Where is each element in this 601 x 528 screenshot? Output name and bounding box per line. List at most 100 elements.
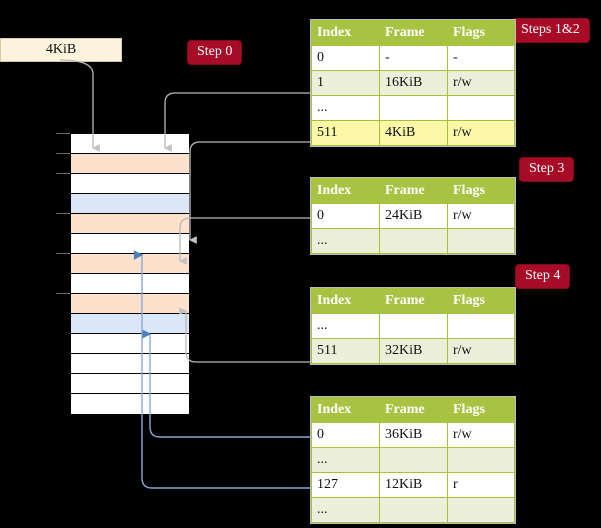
cell-index: ... xyxy=(311,228,380,254)
memory-frame xyxy=(71,394,189,414)
cell-frame xyxy=(379,497,448,523)
cell-flags xyxy=(447,497,515,523)
memory-frame xyxy=(71,274,189,294)
memory-frame xyxy=(71,154,189,174)
memory-tick xyxy=(56,253,70,254)
cell-index: 0 xyxy=(311,422,380,448)
cell-frame: 32KiB xyxy=(379,338,448,364)
memory-frame xyxy=(71,194,189,214)
badge-step-0-label: Step 0 xyxy=(197,44,233,59)
table-row: ... xyxy=(311,228,515,254)
column-header-flags: Flags xyxy=(447,20,515,46)
cell-index: ... xyxy=(311,313,380,339)
table-header-row: Index Frame Flags xyxy=(311,178,515,204)
memory-frame xyxy=(71,174,189,194)
memory-tick xyxy=(56,173,70,174)
memory-tick xyxy=(56,153,70,154)
cell-index: 1 xyxy=(311,70,380,96)
column-header-frame: Frame xyxy=(379,288,448,314)
physical-memory-column xyxy=(70,133,190,415)
cell-frame: 36KiB xyxy=(379,422,448,448)
memory-frame xyxy=(71,334,189,354)
cell-flags: r/w xyxy=(447,203,515,229)
memory-frame xyxy=(71,374,189,394)
memory-tick xyxy=(56,293,70,294)
memory-frame xyxy=(71,354,189,374)
cell-index: 511 xyxy=(311,120,380,146)
column-header-index: Index xyxy=(311,20,380,46)
cell-index: 0 xyxy=(311,45,380,71)
badge-step-4: Step 4 xyxy=(516,265,570,288)
cell-flags: r/w xyxy=(447,422,515,448)
source-frame-label: 4KiB xyxy=(45,42,77,57)
table-row: ... xyxy=(311,447,515,473)
cell-index: 511 xyxy=(311,338,380,364)
cell-frame: 16KiB xyxy=(379,70,448,96)
cell-frame: - xyxy=(379,45,448,71)
column-header-index: Index xyxy=(311,288,380,314)
badge-step-3: Step 3 xyxy=(520,158,574,181)
table-row: ... xyxy=(311,95,515,121)
cell-flags: r xyxy=(447,472,515,498)
badge-step-3-label: Step 3 xyxy=(529,161,565,176)
memory-frame xyxy=(71,314,189,334)
cell-flags xyxy=(447,95,515,121)
cell-frame xyxy=(379,313,448,339)
cell-flags: r/w xyxy=(447,338,515,364)
cell-frame xyxy=(379,447,448,473)
column-header-frame: Frame xyxy=(379,20,448,46)
cell-index: ... xyxy=(311,497,380,523)
table-row: ... xyxy=(311,313,515,339)
cell-frame: 4KiB xyxy=(379,120,448,146)
memory-frame xyxy=(71,254,189,274)
memory-frame xyxy=(71,214,189,234)
cell-flags: - xyxy=(447,45,515,71)
table-row: ... xyxy=(311,497,515,523)
wire-step4-to-memory xyxy=(179,307,311,363)
cell-flags xyxy=(447,313,515,339)
column-header-index: Index xyxy=(311,178,380,204)
badge-step-4-label: Step 4 xyxy=(525,268,561,283)
table-header-row: Index Frame Flags xyxy=(311,20,515,46)
cell-flags xyxy=(447,228,515,254)
cell-flags: r/w xyxy=(447,120,515,146)
cell-index: 127 xyxy=(311,472,380,498)
cell-index: ... xyxy=(311,95,380,121)
column-header-frame: Frame xyxy=(379,178,448,204)
memory-frame xyxy=(71,294,189,314)
cell-frame: 12KiB xyxy=(379,472,448,498)
table-header-row: Index Frame Flags xyxy=(311,288,515,314)
column-header-flags: Flags xyxy=(447,178,515,204)
wire-steps12-511-to-memory xyxy=(188,141,311,244)
column-header-frame: Frame xyxy=(379,397,448,423)
memory-tick xyxy=(56,213,70,214)
cell-frame xyxy=(379,95,448,121)
badge-steps-1-2-label: Steps 1&2 xyxy=(521,22,580,37)
memory-frame xyxy=(71,234,189,254)
cell-flags xyxy=(447,447,515,473)
memory-frame xyxy=(71,134,189,154)
column-header-index: Index xyxy=(311,397,380,423)
cell-index: 0 xyxy=(311,203,380,229)
cell-index: ... xyxy=(311,447,380,473)
source-frame-box: 4KiB xyxy=(0,38,122,62)
badge-step-0: Step 0 xyxy=(188,41,242,64)
badge-steps-1-2: Steps 1&2 xyxy=(512,19,589,42)
table-header-row: Index Frame Flags xyxy=(311,397,515,423)
wire-step3-to-memory xyxy=(178,217,311,265)
cell-frame xyxy=(379,228,448,254)
cell-frame: 24KiB xyxy=(379,203,448,229)
memory-tick xyxy=(56,133,70,134)
column-header-flags: Flags xyxy=(447,288,515,314)
